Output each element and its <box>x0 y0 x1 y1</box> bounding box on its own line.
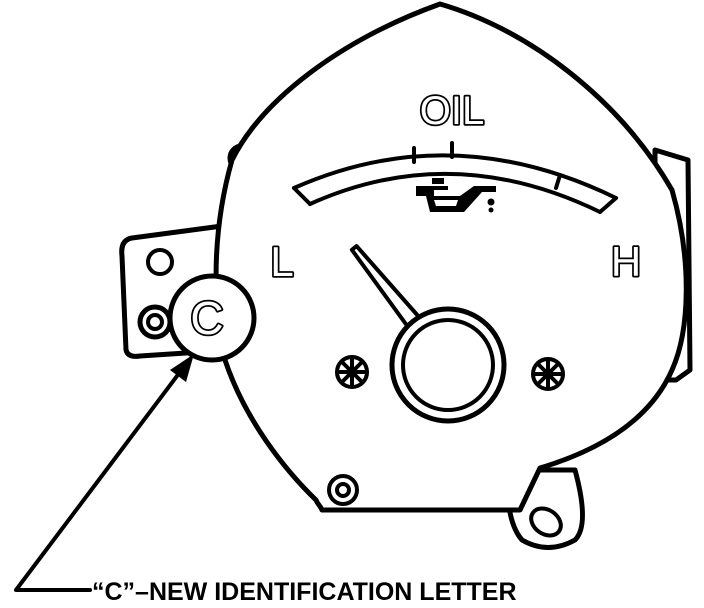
gauge-housing <box>213 1 689 513</box>
left-tab-hole <box>146 248 174 276</box>
ear-hole <box>529 506 563 538</box>
screw-left <box>335 355 369 389</box>
scale-tick-high <box>554 173 562 190</box>
needle-hub-inner <box>401 318 495 412</box>
scale-arc-end-right <box>598 196 618 214</box>
leader-line <box>14 370 182 592</box>
left-rivet <box>137 304 173 340</box>
high-label: H <box>611 238 641 285</box>
housing-step <box>518 466 542 512</box>
identification-caption: “C”–NEW IDENTIFICATION LETTER <box>92 578 517 606</box>
bottom-housing-hole <box>327 474 359 506</box>
needle-hub-outer <box>389 306 507 424</box>
gauge-title: OIL <box>420 89 484 133</box>
low-label: L <box>270 238 293 285</box>
scale-arc-end-left <box>292 186 312 206</box>
oil-can-icon <box>416 178 496 213</box>
identification-badge <box>167 273 257 363</box>
screw-right <box>531 357 565 391</box>
leader-arrowhead <box>170 354 194 382</box>
left-rivet-inner <box>146 313 164 331</box>
bottom-housing-hole-inner <box>335 482 351 498</box>
badge-letter: C <box>190 292 223 344</box>
scale-arc-inner <box>308 171 602 214</box>
